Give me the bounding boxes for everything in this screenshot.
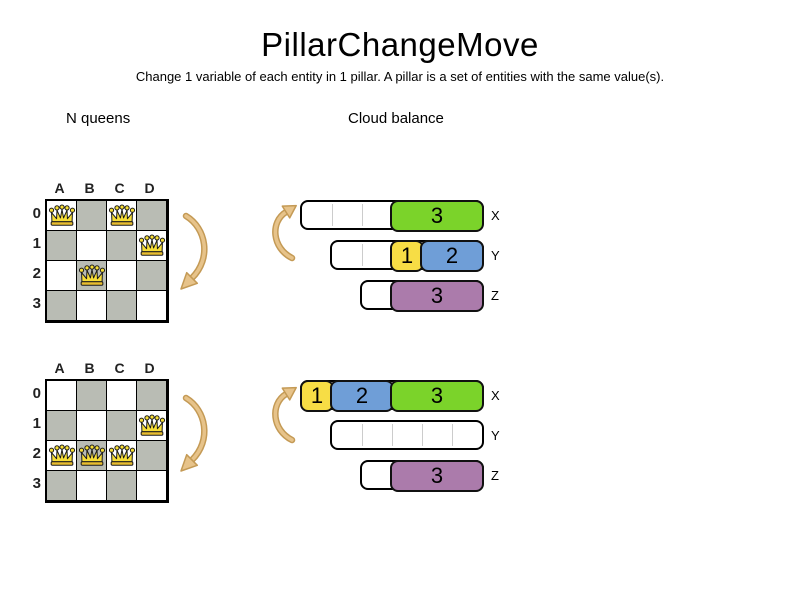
- page-title: PillarChangeMove: [261, 26, 539, 63]
- board-cell: [47, 471, 77, 501]
- board-cell: [77, 291, 107, 321]
- queen-icon: [108, 444, 136, 473]
- process-block: 2: [330, 380, 394, 412]
- board-cell: [47, 381, 77, 411]
- computer-bar-after-y: [330, 420, 484, 450]
- bar-unit-divider: [422, 424, 423, 446]
- board-cell: [137, 441, 167, 471]
- board-cell: [77, 471, 107, 501]
- board-cell: [137, 201, 167, 231]
- board-cell: [107, 411, 137, 441]
- bar-unit-divider: [452, 424, 453, 446]
- computer-label-before-x: X: [491, 208, 500, 223]
- row-label: 1: [32, 235, 41, 252]
- board-cell: [107, 381, 137, 411]
- process-block: 3: [390, 380, 484, 412]
- row-label: 0: [32, 385, 41, 402]
- board-cell: [47, 291, 77, 321]
- process-block: 2: [420, 240, 484, 272]
- computer-label-before-z: Z: [491, 288, 499, 303]
- computer-bar-before-z: 3: [360, 280, 484, 312]
- board-grid: [45, 199, 169, 323]
- row-label: 0: [32, 205, 41, 222]
- board-cell: [47, 411, 77, 441]
- process-block: 3: [390, 460, 484, 492]
- column-label: B: [84, 180, 96, 196]
- row-label: 3: [32, 475, 41, 492]
- process-block: 3: [390, 280, 484, 312]
- board-cell: [107, 471, 137, 501]
- computer-bar-after-z: 3: [360, 460, 484, 492]
- queen-icon: [48, 444, 76, 473]
- board-cell: [77, 231, 107, 261]
- chessboard-after: A B C D 0 1 2 3: [25, 360, 185, 503]
- board-cell: [137, 261, 167, 291]
- chessboard-before: A B C D 0 1 2 3: [25, 180, 185, 323]
- computer-label-before-y: Y: [491, 248, 500, 263]
- process-block: 3: [390, 200, 484, 232]
- subtitle: Change 1 variable of each entity in 1 pi…: [135, 69, 665, 84]
- column-label: A: [54, 180, 66, 196]
- pillar-move-arrow-down-icon: [180, 394, 208, 472]
- bar-unit-divider: [362, 424, 363, 446]
- board-cell: [47, 231, 77, 261]
- computer-label-after-y: Y: [491, 428, 500, 443]
- column-label: D: [144, 360, 156, 376]
- row-label: 2: [32, 265, 41, 282]
- cloudbalance-section-label: Cloud balance: [348, 110, 444, 127]
- board-grid: [45, 379, 169, 503]
- column-label: B: [84, 360, 96, 376]
- queen-icon: [48, 204, 76, 233]
- column-label: C: [114, 360, 126, 376]
- board-cell: [77, 381, 107, 411]
- row-label: 3: [32, 295, 41, 312]
- column-label: C: [114, 180, 126, 196]
- bar-unit-divider: [332, 204, 333, 226]
- board-cell: [107, 291, 137, 321]
- board-cell: [77, 411, 107, 441]
- board-cell: [137, 291, 167, 321]
- column-label: D: [144, 180, 156, 196]
- pillar-move-arrow-down-icon: [180, 212, 208, 290]
- pillar-move-arrow-up-icon: [272, 386, 297, 444]
- computer-label-after-x: X: [491, 388, 500, 403]
- bar-unit-divider: [362, 204, 363, 226]
- row-label: 1: [32, 415, 41, 432]
- row-label: 2: [32, 445, 41, 462]
- queen-icon: [78, 444, 106, 473]
- process-block: 1: [300, 380, 334, 412]
- bar-unit-divider: [392, 424, 393, 446]
- process-block: 1: [390, 240, 424, 272]
- computer-label-after-z: Z: [491, 468, 499, 483]
- nqueens-section-label: N queens: [66, 110, 131, 127]
- board-cell: [107, 231, 137, 261]
- bar-unit-divider: [362, 244, 363, 266]
- board-cell: [137, 381, 167, 411]
- queen-icon: [78, 264, 106, 293]
- computer-bar-before-x: 3: [300, 200, 484, 232]
- board-cell: [77, 201, 107, 231]
- column-label: A: [54, 360, 66, 376]
- board-cell: [107, 261, 137, 291]
- pillar-move-arrow-up-icon: [272, 204, 297, 262]
- queen-icon: [138, 414, 166, 443]
- queen-icon: [108, 204, 136, 233]
- board-cell: [47, 261, 77, 291]
- queen-icon: [138, 234, 166, 263]
- board-cell: [137, 471, 167, 501]
